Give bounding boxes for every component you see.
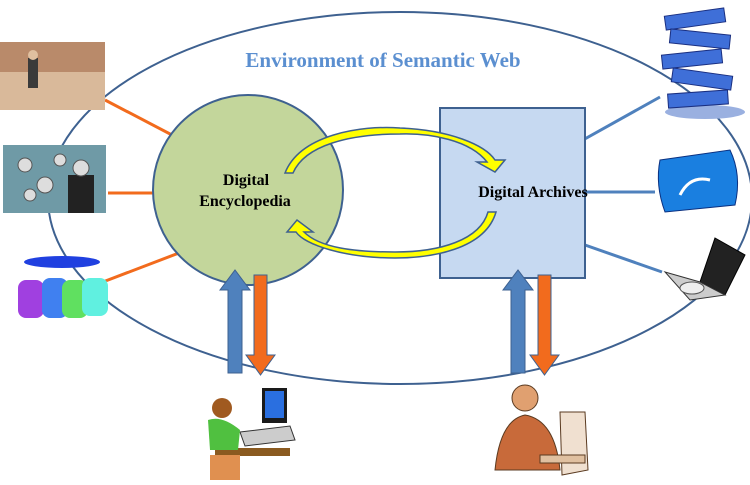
- document-stack-clipart: [660, 7, 745, 119]
- encyclopedia-io-arrows: [219, 269, 276, 376]
- encyclopedia-label-line2: Encyclopedia: [199, 193, 291, 210]
- encyclopedia-label-line1: Digital: [223, 172, 270, 189]
- woman-computer-clipart: [208, 388, 296, 480]
- up-arrow: [502, 269, 534, 374]
- man-computer-clipart: [494, 384, 589, 476]
- digital-encyclopedia-circle: [152, 94, 344, 286]
- archives-io-arrows: [502, 269, 560, 376]
- arrow-to-encyclopedia: [285, 211, 497, 259]
- traveler-clipart: [0, 42, 105, 110]
- laptop-disk-clipart: [663, 237, 746, 301]
- archives-label: Digital Archives: [478, 184, 587, 201]
- arrow-to-archives: [283, 126, 507, 174]
- scroll-clipart: [657, 149, 739, 213]
- up-arrow: [219, 269, 251, 374]
- diagram-title: Environment of Semantic Web: [245, 48, 520, 72]
- down-arrow: [529, 274, 560, 376]
- down-arrow: [245, 274, 276, 376]
- people-group-clipart: [18, 256, 108, 318]
- clocks-businessman-clipart: [3, 145, 106, 213]
